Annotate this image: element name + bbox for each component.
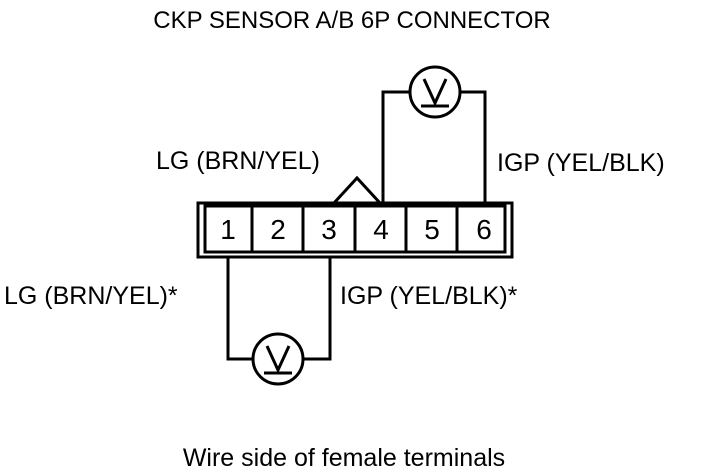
pin-number-4: 4 [373,214,389,245]
bottom-probe-wires [226,257,332,361]
igp-wire-label-top: IGP (YEL/BLK) [497,149,665,177]
connector-lock-tab-icon [332,175,382,205]
pin-number-3: 3 [321,214,337,245]
diagram-caption: Wire side of female terminals [182,444,506,472]
diagram-title: CKP SENSOR A/B 6P CONNECTOR [153,7,551,34]
voltmeter-icon [408,65,462,119]
pin-separators [250,206,459,252]
lg-wire-label-top: LG (BRN/YEL) [156,147,320,175]
pin-number-1: 1 [220,214,236,245]
pin-number-5: 5 [424,214,440,245]
top-probe-wires [381,90,487,203]
igp-wire-label-bottom: IGP (YEL/BLK)* [340,282,518,310]
lg-wire-label-bottom: LG (BRN/YEL)* [4,282,178,310]
pin-number-6: 6 [476,214,492,245]
pin-number-2: 2 [270,214,286,245]
voltmeter-icon [251,332,305,386]
